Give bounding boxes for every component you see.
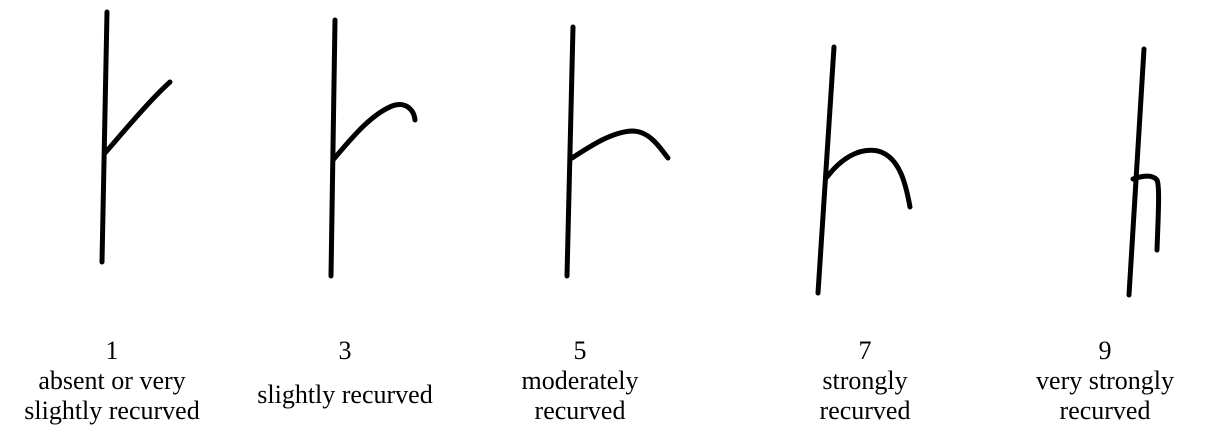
- recurvature-diagram: [99, 9, 1162, 298]
- main-stem-5: [564, 24, 576, 279]
- score-7: 7: [858, 336, 872, 365]
- branch-5: [569, 128, 671, 161]
- description-5-line-1: moderately: [521, 366, 639, 395]
- stem-drawing-5: [564, 24, 671, 279]
- score-5: 5: [573, 336, 587, 365]
- panel-label-9: 9 very strongly recurved: [1010, 336, 1200, 426]
- panel-label-5: 5 moderately recurved: [490, 336, 670, 426]
- stem-drawing-7: [815, 44, 913, 296]
- description-9-line-2: recurved: [1059, 396, 1151, 425]
- score-3: 3: [338, 336, 352, 365]
- panel-label-1: 1 absent or very slightly recurved: [22, 336, 202, 426]
- branch-3: [330, 102, 418, 163]
- branch-7: [824, 147, 913, 210]
- description-1-line-1: absent or very: [38, 366, 186, 395]
- stem-drawing-9: [1126, 46, 1162, 298]
- main-stem-3: [328, 17, 338, 279]
- description-7-line-2: recurved: [819, 396, 911, 425]
- branch-9: [1130, 173, 1162, 253]
- main-stem-1: [99, 9, 110, 265]
- score-9: 9: [1098, 336, 1112, 365]
- description-3-line-1: slightly recurved: [257, 380, 433, 409]
- stem-drawing-1: [99, 9, 173, 265]
- description-5-line-2: recurved: [534, 396, 626, 425]
- description-1-line-2: slightly recurved: [24, 396, 200, 425]
- panel-label-7: 7 strongly recurved: [775, 336, 955, 426]
- description-9-line-1: very strongly: [1036, 366, 1174, 395]
- stem-drawing-3: [328, 17, 418, 279]
- panel-label-3: 3 slightly recurved: [255, 336, 435, 410]
- branch-1: [102, 79, 173, 156]
- main-stem-7: [815, 44, 837, 296]
- main-stem-9: [1126, 46, 1147, 298]
- score-1: 1: [105, 336, 119, 365]
- description-7-line-1: strongly: [822, 366, 908, 395]
